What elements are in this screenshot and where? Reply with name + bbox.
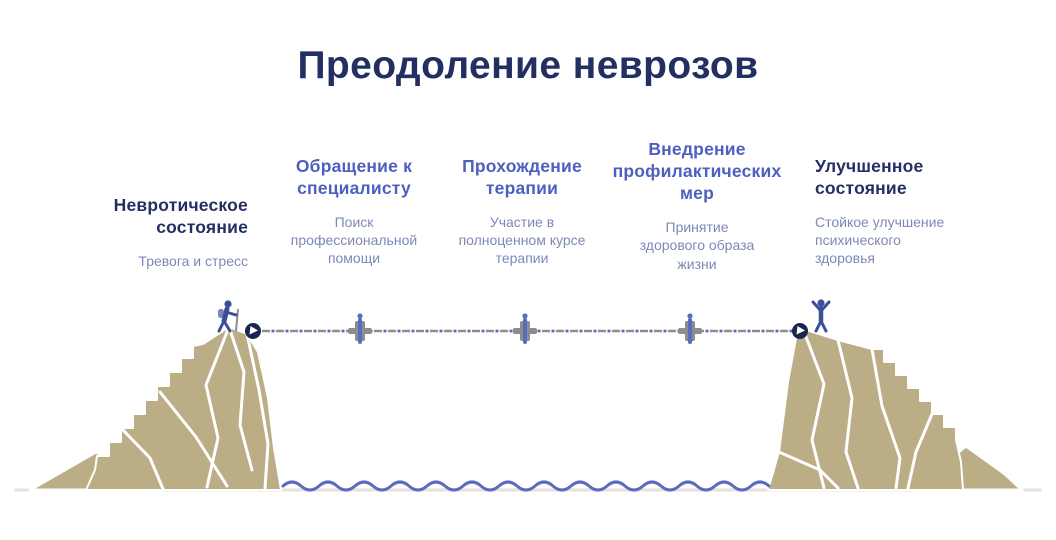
left-mountain (85, 325, 282, 491)
wave-line (281, 480, 771, 492)
stage-neurotic-state: Невротическое состояние Тревога и стресс (68, 194, 248, 270)
rope-walker-icon (513, 313, 537, 344)
stage-description: Принятие здорового образа жизни (639, 219, 755, 272)
hiker-figure-icon (217, 300, 239, 333)
stage-title: Внедрение профилактических мер (612, 139, 782, 204)
stage-title: Прохождение терапии (462, 156, 582, 199)
stage-preventive-measures: Внедрение профилактических мер Принятие … (610, 138, 784, 273)
celebrating-figure-icon (811, 299, 831, 333)
rope-walker-icon (348, 313, 372, 344)
stage-description: Тревога и стресс (138, 253, 248, 270)
stage-see-specialist: Обращение к специалисту Поиск профессион… (272, 155, 436, 268)
page-title: Преодоление неврозов (297, 44, 759, 87)
stage-therapy: Прохождение терапии Участие в полноценно… (440, 155, 604, 268)
start-marker-icon (245, 323, 261, 339)
stage-description: Поиск профессиональной помощи (290, 214, 418, 267)
stage-title: Улучшенное состояние (815, 156, 924, 199)
stage-description: Участие в полноценном курсе терапии (458, 214, 586, 267)
rope-walker-icon (678, 313, 702, 344)
stage-description: Стойкое улучшение психического здоровья (815, 214, 945, 267)
stage-title: Обращение к специалисту (295, 156, 413, 199)
right-mountain (767, 327, 964, 491)
finish-marker-icon (792, 323, 808, 339)
stage-title: Невротическое состояние (113, 195, 248, 238)
stage-improved-state: Улучшенное состояние Стойкое улучшение п… (815, 155, 970, 268)
